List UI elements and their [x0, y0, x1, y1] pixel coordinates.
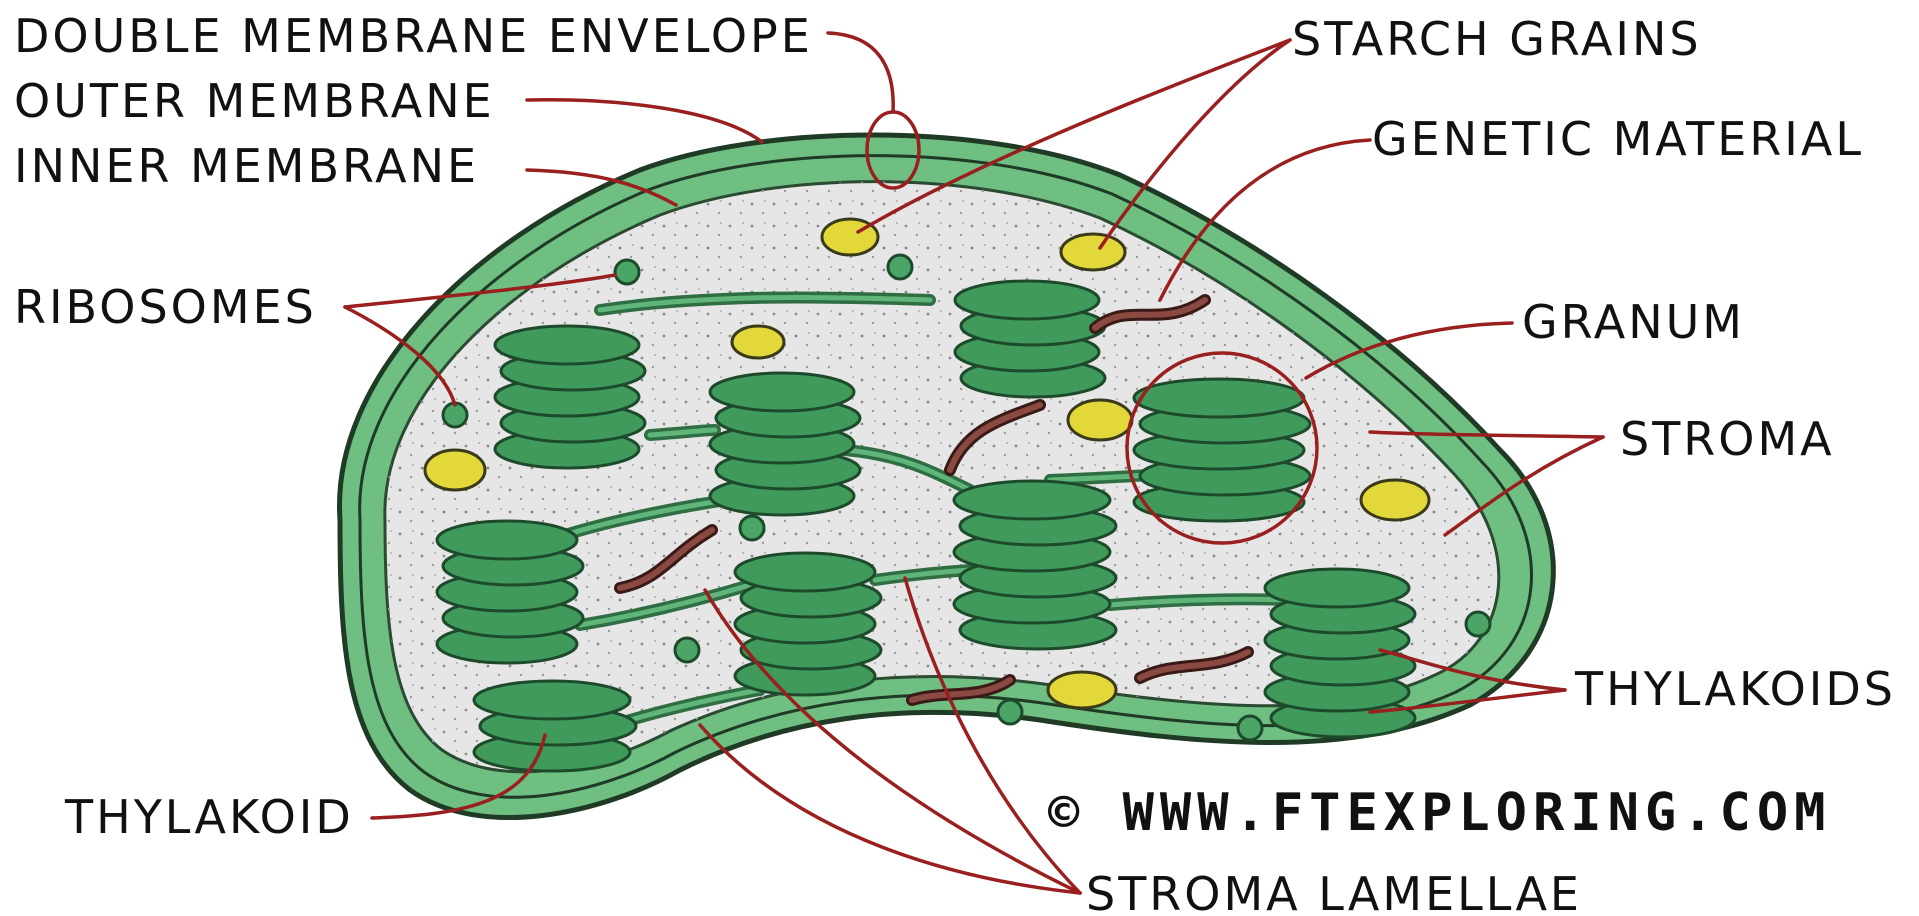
starch-grain [1068, 400, 1132, 440]
ribosome [740, 516, 764, 540]
ribosome [888, 255, 912, 279]
label-double-membrane-envelope: DOUBLE MEMBRANE ENVELOPE [14, 9, 813, 63]
label-stroma: STROMA [1620, 412, 1835, 466]
label-stroma-lamellae: STROMA LAMELLAE [1086, 867, 1582, 916]
label-outer-membrane: OUTER MEMBRANE [14, 74, 495, 128]
starch-grain [1048, 672, 1116, 708]
granum-stack [735, 553, 881, 695]
leader-double-membrane [828, 33, 893, 112]
granum-stack [955, 281, 1105, 397]
ribosome [1238, 716, 1262, 740]
ribosome [615, 260, 639, 284]
copyright-credit: © WWW.FTEXPLORING.COM [1048, 783, 1831, 843]
thylakoid-disc [437, 521, 577, 559]
granum-stack [710, 373, 860, 515]
ribosome [998, 700, 1022, 724]
starch-grain [425, 450, 485, 490]
starch-grain [1061, 234, 1125, 270]
thylakoid-disc [1134, 379, 1304, 417]
thylakoid-disc [954, 481, 1110, 519]
label-ribosomes: RIBOSOMES [14, 280, 317, 334]
thylakoid-disc [474, 681, 630, 719]
granum-stack [495, 326, 645, 468]
label-starch-grains: STARCH GRAINS [1292, 12, 1702, 66]
label-inner-membrane: INNER MEMBRANE [14, 139, 479, 193]
leader-lamellae-a [700, 725, 1080, 893]
label-thylakoids: THYLAKOIDS [1574, 662, 1896, 716]
thylakoid-disc [1265, 569, 1409, 607]
granum-stack [1134, 379, 1310, 521]
granum-stack [437, 521, 583, 663]
label-granum: GRANUM [1522, 295, 1745, 349]
ribosome [1466, 612, 1490, 636]
thylakoid-disc [710, 373, 854, 411]
label-thylakoid: THYLAKOID [64, 790, 354, 844]
granum-stack [474, 681, 636, 771]
thylakoid-disc [495, 326, 639, 364]
label-genetic-material: GENETIC MATERIAL [1372, 112, 1864, 166]
granum-stack [954, 481, 1116, 649]
starch-grain [1361, 480, 1429, 520]
ribosome [675, 638, 699, 662]
thylakoid-disc [735, 553, 875, 591]
thylakoid-disc [955, 281, 1099, 319]
leader-outer-membrane [527, 100, 762, 142]
starch-grain [732, 326, 784, 358]
